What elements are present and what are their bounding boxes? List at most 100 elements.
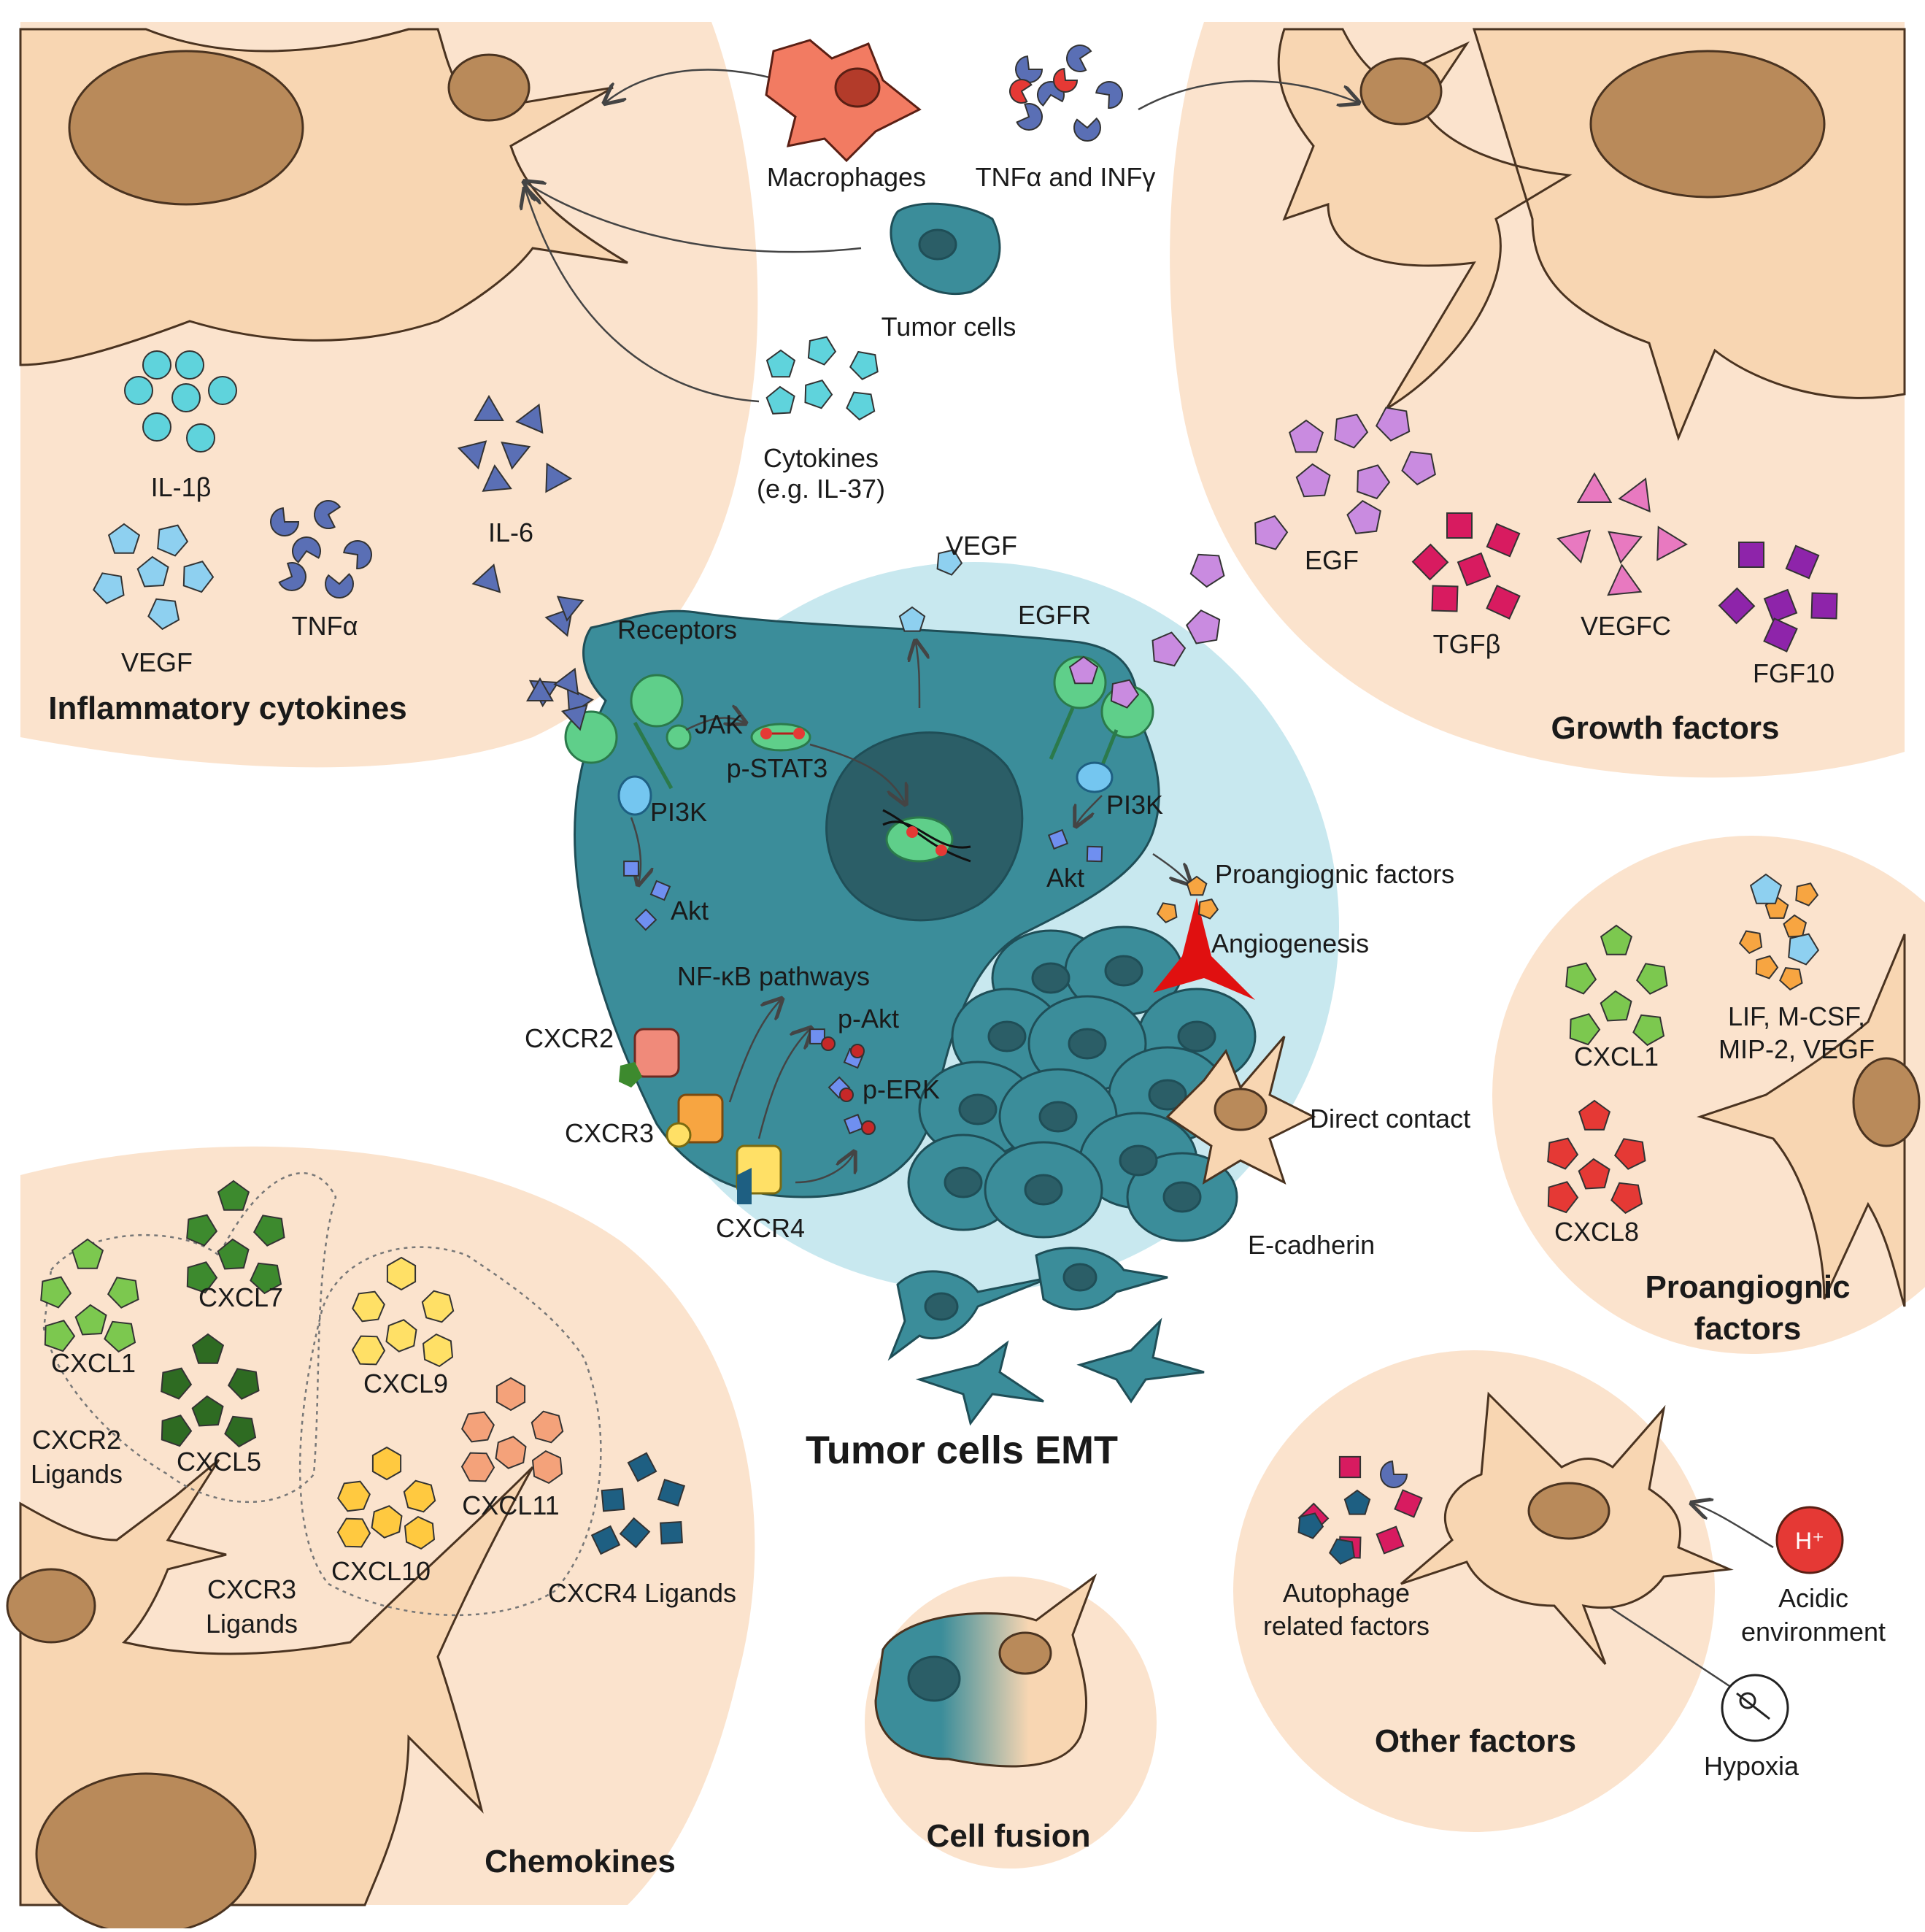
chem-cxcl1-glyph: [107, 1277, 139, 1309]
label-chem-cxcl10: CXCL10: [331, 1556, 431, 1586]
vegf-glyph: [182, 561, 215, 593]
chem-cxcl7-glyph: [186, 1261, 218, 1294]
label-cxcr3-ligands-1: CXCR3: [207, 1574, 296, 1604]
label-receptors: Receptors: [617, 615, 737, 644]
egf-glyph: [1254, 515, 1289, 550]
tnf-inf-glyph: [1095, 81, 1123, 109]
tnf-inf-glyph: [1015, 55, 1043, 83]
label-cxcr3: CXCR3: [565, 1118, 654, 1148]
label-tnf-inf: TNFα and INFγ: [976, 162, 1156, 192]
akt-glyph: [634, 908, 657, 931]
fgf10-glyph: [1785, 544, 1820, 580]
pakt-glyph: [809, 1028, 825, 1044]
vegf-glyph: [92, 572, 125, 604]
chem-cxcl11-glyph: [495, 1436, 527, 1469]
il6-glyph: [553, 667, 579, 696]
label-cxcr2-ligands-2: Ligands: [31, 1459, 123, 1489]
label-proangiognic: Proangiognic factors: [1215, 859, 1454, 889]
vegfc-glyph: [1607, 563, 1643, 596]
proangio-cxcl1-glyph: [1635, 963, 1668, 995]
label-mip2: MIP-2, VEGF: [1718, 1034, 1875, 1064]
label-jak: JAK: [695, 709, 743, 739]
chem-cxcl5-glyph: [161, 1367, 193, 1400]
tnf-inf-glyph: [1053, 67, 1079, 93]
il6-glyph: [474, 395, 504, 421]
label-chem-cxcl1: CXCL1: [51, 1348, 136, 1378]
pakt-glyph: [843, 1113, 865, 1135]
proangio-region: [1492, 836, 1925, 1354]
vegfc-glyph: [1608, 531, 1643, 564]
chem-cxcl11-glyph: [495, 1377, 526, 1412]
title-chemokines: Chemokines: [485, 1844, 676, 1879]
autophage-glyph: [1343, 1489, 1371, 1515]
phospho-dot: [861, 1120, 876, 1135]
label-cxcr3-ligands-2: Ligands: [206, 1609, 298, 1639]
title-tumor-emt: Tumor cells EMT: [806, 1428, 1118, 1472]
tnf-inf-glyph: [1016, 103, 1043, 131]
vegfc-glyph: [1656, 526, 1689, 561]
chem-cxcl9-glyph: [386, 1256, 417, 1291]
star-glyph: [1795, 882, 1819, 907]
label-autophage-1: Autophage: [1283, 1578, 1410, 1608]
il6-glyph: [545, 462, 572, 493]
proangio-cxcl1-glyph: [1600, 924, 1633, 955]
tnfa-glyph: [292, 536, 321, 563]
chem-cxcl5-glyph: [224, 1415, 257, 1448]
il1b-glyph: [142, 350, 171, 380]
label-perk: p-ERK: [863, 1074, 940, 1104]
tgfb-glyph: [1457, 552, 1492, 587]
tnf-inf-glyph: [1009, 79, 1033, 104]
chem-cxcl1-glyph: [104, 1320, 136, 1353]
chem-cxcl5-glyph: [191, 1395, 224, 1427]
chem-cxcl10-glyph: [336, 1517, 371, 1548]
vegf-glyph: [157, 524, 189, 557]
fusion-cell: [874, 1573, 1097, 1768]
cxcr4-ligand-glyph: [590, 1525, 621, 1555]
fgf10-glyph: [1763, 588, 1798, 623]
cxcr4-ligand-glyph: [627, 1452, 657, 1482]
label-akt-left: Akt: [671, 896, 709, 925]
label-pi3k-left: PI3K: [650, 797, 707, 827]
akt-glyph: [623, 861, 639, 877]
title-cell-fusion: Cell fusion: [927, 1818, 1091, 1854]
fgf10-glyph: [1763, 617, 1798, 653]
chem-cxcl7-glyph: [252, 1215, 285, 1247]
label-h-plus: H⁺: [1795, 1528, 1824, 1554]
il1b-glyph: [175, 350, 204, 380]
il1b-glyph: [208, 376, 237, 405]
cytokine-glyph: [807, 336, 837, 366]
chem-cxcl1-glyph: [71, 1238, 104, 1269]
egf-glyph: [1110, 679, 1140, 709]
label-cytokines-eg: (e.g. IL-37): [757, 474, 885, 504]
akt-glyph: [1086, 845, 1103, 863]
label-pi3k-right: PI3K: [1106, 790, 1163, 820]
label-acidic-1: Acidic: [1778, 1583, 1848, 1613]
chem-cxcl10-glyph: [337, 1480, 371, 1512]
chem-cxcl11-glyph: [461, 1411, 495, 1443]
akt-glyph: [649, 880, 671, 901]
tgfb-glyph: [1446, 512, 1473, 539]
vegfc-glyph: [1576, 472, 1613, 503]
chem-cxcl7-glyph: [250, 1262, 282, 1295]
label-hypoxia: Hypoxia: [1704, 1751, 1799, 1781]
phospho-dot: [850, 1044, 865, 1058]
il6-glyph: [471, 563, 501, 593]
egf-glyph: [1357, 464, 1391, 500]
il6-glyph: [560, 704, 588, 731]
il6-glyph: [482, 464, 512, 492]
egf-glyph: [1346, 499, 1381, 534]
label-cxcr2: CXCR2: [525, 1023, 614, 1053]
chem-cxcl11-glyph: [531, 1450, 563, 1485]
chem-cxcl5-glyph: [191, 1333, 225, 1364]
chem-cxcl7-glyph: [217, 1179, 250, 1211]
fgf10-glyph: [1718, 587, 1756, 625]
dna-nucleus: [882, 809, 971, 863]
vegfc-glyph: [1618, 477, 1651, 513]
tgfb-glyph: [1486, 585, 1521, 620]
cxcr4-ligand-glyph: [601, 1488, 625, 1512]
egf-glyph: [1289, 419, 1324, 453]
label-center-vegf: VEGF: [946, 531, 1017, 561]
cytokine-glyph: [804, 380, 833, 409]
chem-cxcl9-glyph: [352, 1290, 385, 1323]
